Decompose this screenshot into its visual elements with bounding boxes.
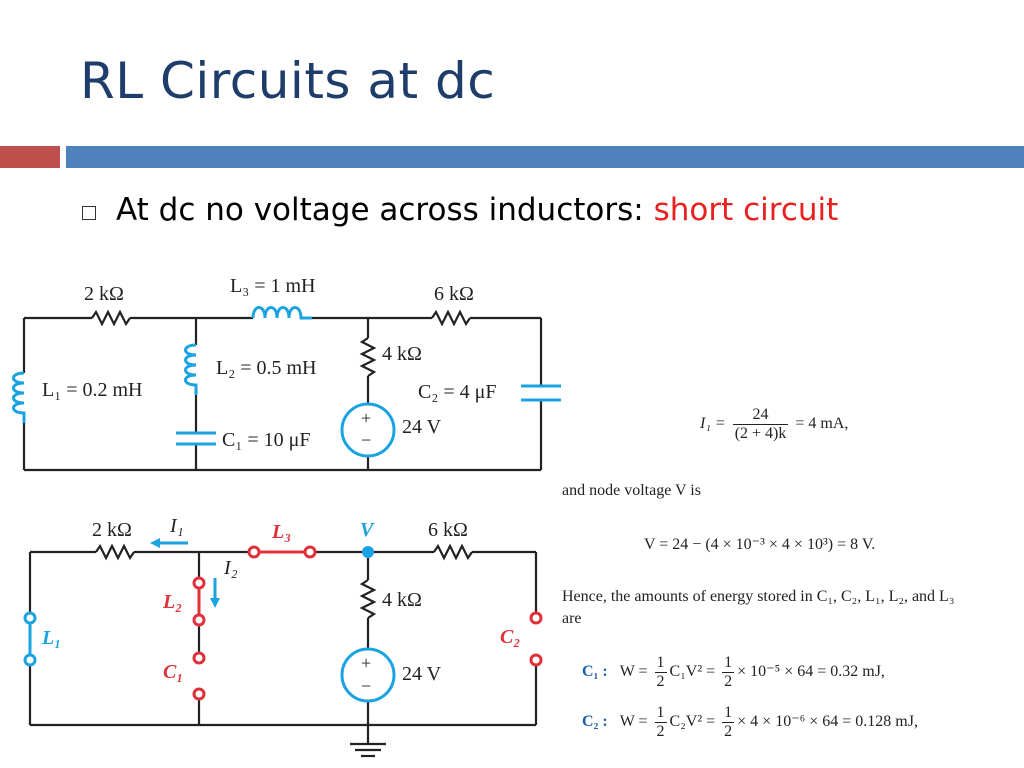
top-r4-label: 4 kΩ bbox=[382, 343, 422, 365]
top-r1-label: 2 kΩ bbox=[84, 283, 124, 305]
eq-c2-frac2-num: 1 bbox=[722, 704, 735, 723]
eq-c2-frac1-den: 2 bbox=[656, 723, 665, 740]
eq-c1-frac1-den: 2 bbox=[656, 673, 665, 690]
bottom-source-minus: − bbox=[361, 676, 371, 696]
eq-i1: I₁ = 24 (2 + 4)k = 4 mA, bbox=[700, 406, 848, 443]
title-divider-blue bbox=[66, 146, 1024, 168]
eq-i1-num: 24 bbox=[732, 406, 789, 425]
eq-i1-lhs: I₁ = bbox=[700, 415, 726, 433]
bottom-l1-label: L₁ bbox=[41, 627, 61, 649]
top-source-plus: + bbox=[361, 408, 371, 428]
title-divider-red bbox=[0, 146, 60, 168]
bullet-highlight-text: short circuit bbox=[653, 192, 839, 228]
top-source-label: 24 V bbox=[402, 416, 442, 438]
bottom-c1-label: C₁ bbox=[163, 661, 183, 683]
eq-c2-b: C₂V² = bbox=[669, 713, 716, 731]
eq-c2-frac2: 1 2 bbox=[722, 704, 735, 741]
eq-c1-frac1-num: 1 bbox=[654, 654, 667, 673]
eq-c1-label: C₁ : bbox=[582, 663, 608, 681]
bottom-i1-label: I₁ bbox=[169, 515, 184, 537]
eq-c2-frac2-den: 2 bbox=[724, 723, 733, 740]
top-l1-label: L₁ = 0.2 mH bbox=[42, 379, 142, 401]
top-l3-label: L₃ = 1 mH bbox=[230, 275, 315, 297]
bottom-r1-label: 2 kΩ bbox=[92, 519, 132, 541]
eq-i1-fraction: 24 (2 + 4)k bbox=[732, 406, 789, 443]
bottom-node-v-label: V bbox=[360, 519, 375, 541]
eq-c2-c: × 4 × 10⁻⁶ × 64 = 0.128 mJ, bbox=[737, 713, 918, 731]
eq-c2-frac1-num: 1 bbox=[654, 704, 667, 723]
bottom-i2-label: I₂ bbox=[223, 557, 238, 579]
eq-c1-frac2-den: 2 bbox=[724, 673, 733, 690]
top-c2-label: C₂ = 4 μF bbox=[418, 381, 496, 403]
eq-c2-frac1: 1 2 bbox=[654, 704, 667, 741]
eq-c2-a: W = bbox=[619, 713, 648, 731]
eq-c2-label: C₂ : bbox=[582, 713, 608, 731]
bottom-l2-label: L₂ bbox=[162, 591, 182, 613]
eq-i1-rhs: = 4 mA, bbox=[795, 415, 849, 433]
top-r6-label: 6 kΩ bbox=[434, 283, 474, 305]
hence-text-line2: are bbox=[562, 610, 582, 627]
eq-c1: C₁ : W = 1 2 C₁V² = 1 2 × 10⁻⁵ × 64 = 0.… bbox=[582, 654, 885, 691]
eq-c1-a: W = bbox=[619, 663, 648, 681]
bottom-r4-label: 4 kΩ bbox=[382, 589, 422, 611]
bullet-text: At dc no voltage across inductors: short… bbox=[116, 192, 838, 228]
eq-v: V = 24 − (4 × 10⁻³ × 4 × 10³) = 8 V. bbox=[644, 536, 876, 553]
bottom-c2-label: C₂ bbox=[500, 626, 520, 648]
eq-c1-frac1: 1 2 bbox=[654, 654, 667, 691]
bottom-r6-label: 6 kΩ bbox=[428, 519, 468, 541]
eq-c1-frac2: 1 2 bbox=[722, 654, 735, 691]
top-c1-label: C₁ = 10 μF bbox=[222, 429, 310, 451]
eq-c2: C₂ : W = 1 2 C₂V² = 1 2 × 4 × 10⁻⁶ × 64 … bbox=[582, 704, 918, 741]
bullet-main-text: At dc no voltage across inductors: bbox=[116, 192, 654, 228]
eq-c1-c: × 10⁻⁵ × 64 = 0.32 mJ, bbox=[737, 663, 885, 681]
slide-title: RL Circuits at dc bbox=[80, 52, 496, 110]
bullet-marker bbox=[82, 206, 96, 220]
node-voltage-text: and node voltage V is bbox=[562, 482, 701, 499]
top-source-minus: − bbox=[361, 430, 371, 450]
bottom-l3-label: L₃ bbox=[271, 521, 291, 543]
hence-text-line1: Hence, the amounts of energy stored in C… bbox=[562, 588, 955, 605]
eq-c1-frac2-num: 1 bbox=[722, 654, 735, 673]
bottom-source-label: 24 V bbox=[402, 663, 442, 685]
top-l2-label: L₂ = 0.5 mH bbox=[216, 357, 316, 379]
eq-i1-den: (2 + 4)k bbox=[734, 425, 787, 442]
eq-c1-b: C₁V² = bbox=[669, 663, 716, 681]
bottom-source-plus: + bbox=[361, 653, 371, 673]
